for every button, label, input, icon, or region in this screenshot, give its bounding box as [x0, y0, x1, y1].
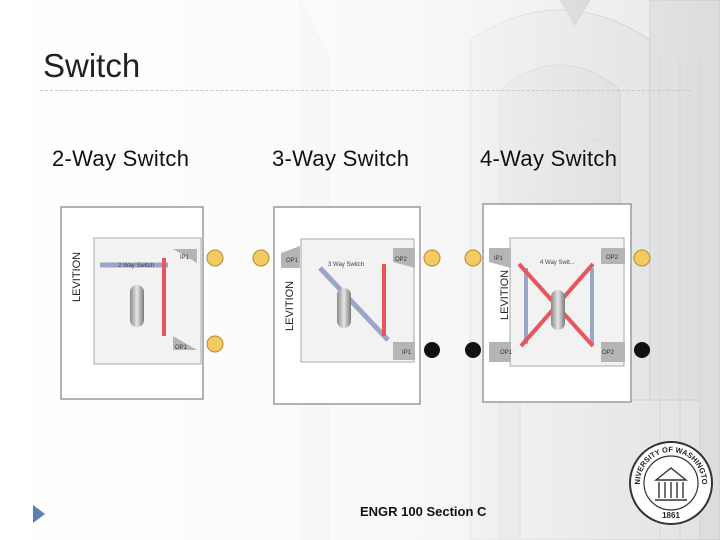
- wire-blue-3-way: [318, 266, 390, 342]
- terminal-black-3-way: [424, 342, 440, 358]
- terminal-tab-bottom-2-way: [173, 336, 197, 350]
- terminal-tab-bottom-3-way: [393, 342, 415, 360]
- bullet-arrow-icon: [33, 505, 45, 523]
- heading-4-way: 4-Way Switch: [480, 146, 618, 171]
- footer-text: ENGR 100 Section C: [360, 504, 487, 519]
- terminal-tab-4-way-bl: [489, 342, 511, 362]
- device-label-4-way: 4 Way Swit...: [540, 260, 575, 266]
- terminal-tab-top-2-way: [173, 249, 197, 263]
- toggle-lever-4-way: [551, 290, 565, 330]
- panel-3-way: LEVITION OP1 OP2 IP1 3 Way Switch: [252, 206, 441, 405]
- side-label-3-way: LEVITION: [284, 281, 296, 331]
- toggle-lever-2-way: [130, 285, 144, 327]
- terminal-label-4-way-tl: IP1: [494, 256, 504, 262]
- toggle-lever-3-way: [337, 288, 351, 328]
- terminal-tab-left-3-way: [281, 246, 300, 268]
- device-label-2-way: 2 Way Switch: [118, 263, 154, 269]
- terminal-black-4-way-right: [634, 342, 650, 358]
- title-divider: [40, 90, 690, 91]
- terminal-label-3-way-right: OP2: [395, 257, 408, 263]
- heading-3-way: 3-Way Switch: [272, 146, 410, 171]
- seal-year: 1861: [662, 511, 680, 520]
- terminal-yellow-3-way-right: [423, 249, 441, 267]
- university-seal-logo: UNIVERSITY OF WASHINGTON 1861: [628, 440, 713, 525]
- terminal-tab-4-way-tr: [601, 248, 625, 264]
- terminal-label-4-way-bl: OP1: [500, 350, 513, 356]
- terminal-yellow-2-way-bottom: [206, 335, 224, 353]
- terminal-label-4-way-tr: OP2: [606, 255, 619, 261]
- terminal-tab-4-way-tl: [489, 248, 511, 268]
- terminal-yellow-2-way-top: [206, 249, 224, 267]
- terminal-label-3-way-left: OP1: [286, 258, 299, 264]
- side-label-2-way: LEVITION: [71, 252, 83, 302]
- terminal-yellow-4-way-right: [633, 249, 651, 267]
- terminal-label-4-way-br: OP2: [602, 350, 615, 356]
- terminal-yellow-4-way-left: [464, 249, 482, 267]
- terminal-label-2-way-top: IP1: [180, 255, 190, 261]
- terminal-label-3-way-bottom: IP1: [402, 350, 412, 356]
- device-label-3-way: 3 Way Switch: [328, 262, 364, 268]
- terminal-label-2-way-bottom: OP1: [175, 345, 188, 351]
- side-label-4-way: LEVITION: [499, 270, 511, 320]
- terminal-tab-4-way-br: [601, 342, 625, 362]
- panel-2-way: LEVITION 2 Way Switch IP1 OP1: [60, 206, 224, 400]
- terminal-yellow-3-way-left: [252, 249, 270, 267]
- terminal-tab-right-3-way: [393, 248, 415, 268]
- panel-4-way: LEVITION IP1 OP2 OP1 OP2 4 Way Swit...: [464, 203, 651, 403]
- heading-2-way: 2-Way Switch: [52, 146, 190, 171]
- terminal-black-4-way-left: [465, 342, 481, 358]
- slide-title: Switch: [43, 47, 141, 84]
